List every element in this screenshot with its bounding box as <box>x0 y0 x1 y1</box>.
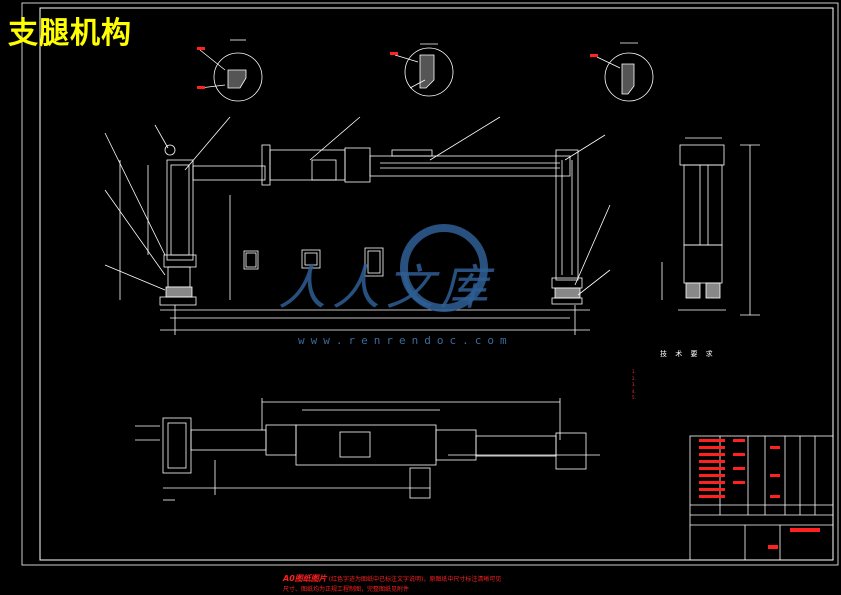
footer-note: A0图纸图片 (红色字迹为图纸中已标注文字说明)，原图纸中尺寸标注清晰可见 尺寸… <box>283 574 501 595</box>
drawing-title: 支腿机构 <box>8 16 132 51</box>
tech-note: 1. <box>632 369 636 374</box>
tech-note: 3. <box>632 382 636 387</box>
detail-view-1 <box>197 39 263 102</box>
technical-requirements-list: 1. 2. 3. 4. 5. <box>632 369 792 402</box>
top-view <box>135 398 600 501</box>
watermark-url: www.renrendoc.com <box>298 334 513 347</box>
technical-requirements-heading: 技 术 要 求 <box>660 350 716 358</box>
drawing-outer-border <box>21 2 839 566</box>
tech-note: 4. <box>632 388 636 394</box>
parts-list-red-labels <box>699 439 820 549</box>
footer-line-2: 尺寸、图纸均为正规工程制图，完整图纸见附件 <box>283 586 410 593</box>
watermark-text: 人人文库 <box>278 260 495 316</box>
tech-note: 2. <box>632 375 636 381</box>
main-front-view <box>104 116 611 335</box>
detail-view-2 <box>390 43 454 97</box>
footer-lead: A0图纸图片 <box>283 574 327 583</box>
detail-view-3 <box>590 42 654 102</box>
tech-note: 5. <box>632 395 636 400</box>
drawing-inner-border <box>39 7 834 561</box>
watermark-logo <box>400 224 488 312</box>
footer-line-1: (红色字迹为图纸中已标注文字说明)，原图纸中尺寸标注清晰可见 <box>328 576 502 583</box>
side-view <box>661 137 760 316</box>
